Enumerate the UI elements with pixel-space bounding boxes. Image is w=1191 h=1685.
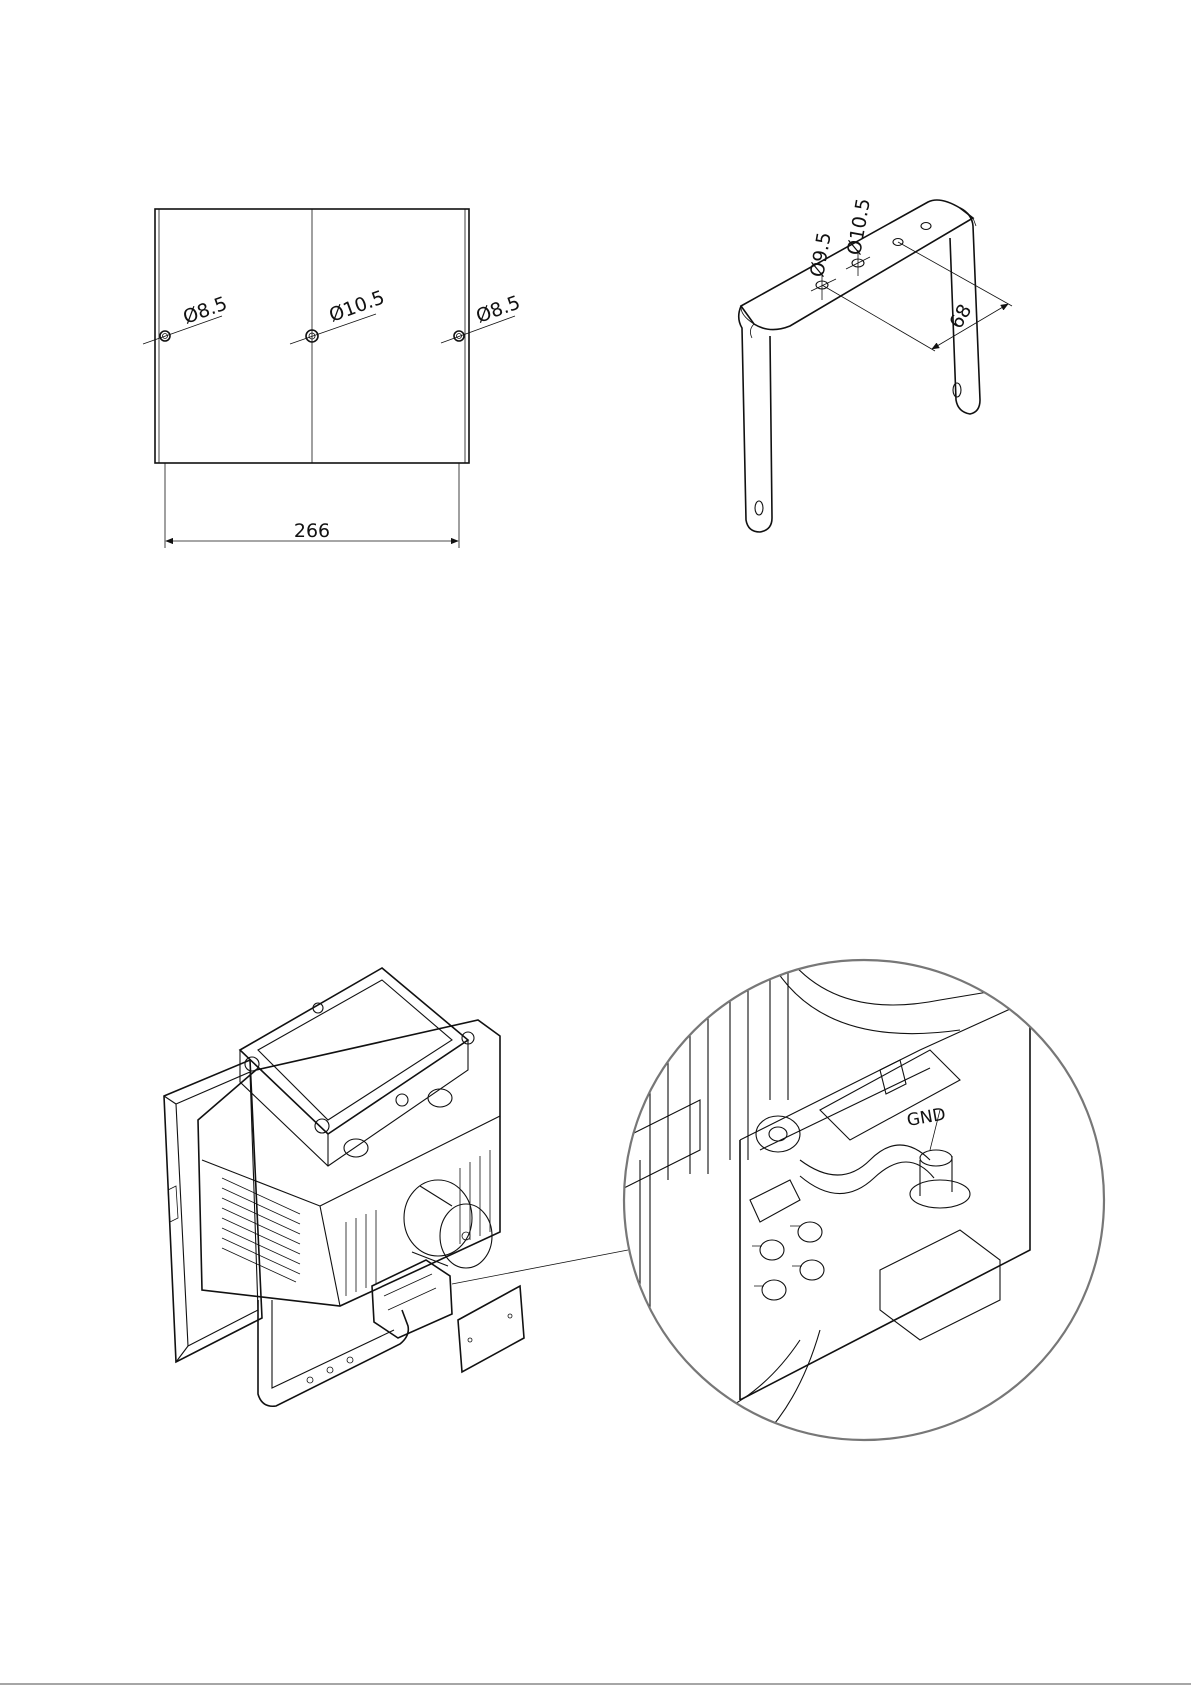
driver-box bbox=[240, 968, 468, 1134]
detail-view: GND bbox=[620, 960, 1104, 1440]
bracket-hole-large-label: Ø10.5 bbox=[843, 197, 875, 257]
bracket-view: Ø9.5 Ø10.5 68 bbox=[739, 197, 1012, 532]
detail-circle-frame bbox=[624, 960, 1104, 1440]
detail-leader-line bbox=[452, 1250, 628, 1284]
gnd-label: GND bbox=[905, 1104, 947, 1130]
cooling-fins bbox=[346, 1150, 490, 1296]
hole-left-label: Ø8.5 bbox=[180, 293, 230, 329]
mounting-bracket bbox=[258, 1300, 408, 1406]
detail-connector-top bbox=[756, 1050, 960, 1152]
width-label: 266 bbox=[294, 520, 330, 542]
spacing-dimension bbox=[822, 242, 1012, 351]
detail-box-walls bbox=[740, 1000, 1030, 1400]
spacing-label: 68 bbox=[945, 301, 976, 333]
front-frame bbox=[164, 1060, 262, 1362]
bracket-left-arm bbox=[739, 306, 772, 532]
bracket-hole-small-label: Ø9.5 bbox=[806, 231, 836, 279]
terminal-posts bbox=[750, 1180, 824, 1300]
luminaire-assembly bbox=[164, 968, 628, 1406]
front-view: Ø8.5 Ø10.5 Ø8.5 266 bbox=[143, 209, 523, 548]
cover-plate bbox=[458, 1286, 524, 1372]
connector-cylinder bbox=[404, 1180, 492, 1268]
